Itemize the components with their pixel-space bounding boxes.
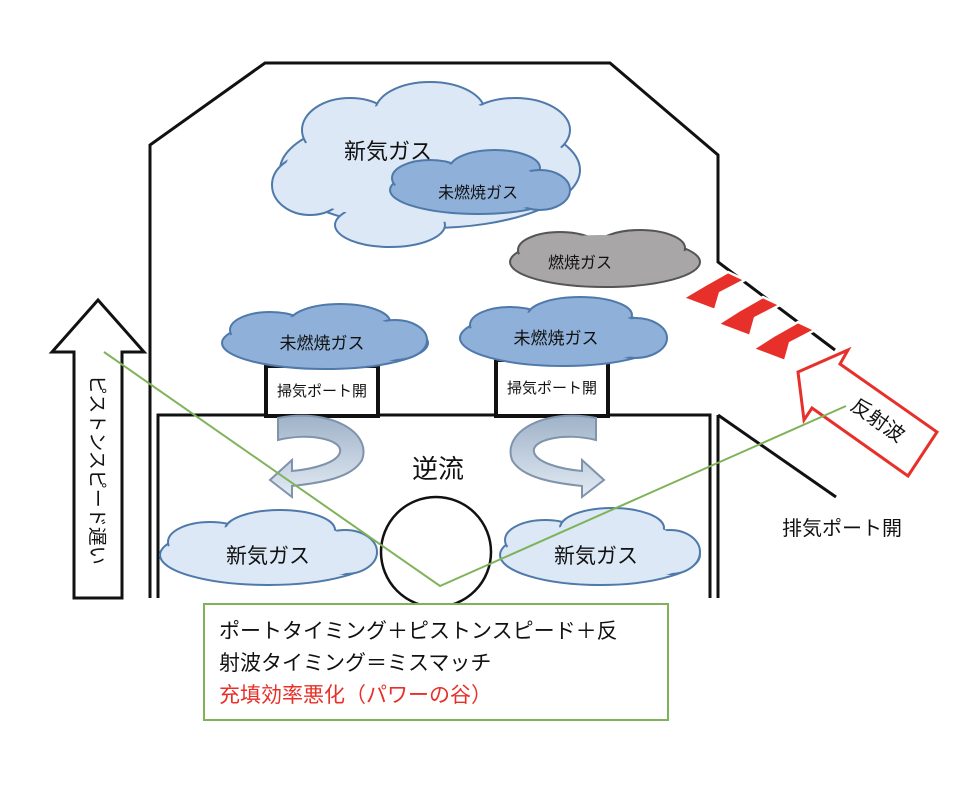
piston-outline [156,413,712,598]
exhaust-port-lower-wall [717,413,837,499]
burned-gas-cloud [509,229,701,288]
cylinder-outline [148,61,836,598]
unburned-gas-cloud-right [459,296,668,367]
exhaust-port-label: 排気ポート開 [782,516,902,540]
burned-gas-label: 燃焼ガス [548,253,612,272]
caption-line-2: 射波タイミング＝ミスマッチ [219,651,492,675]
scavenge-port-right-label: 掃気ポート開 [507,379,597,397]
backflow-label: 逆流 [412,455,464,485]
unburned-gas-left-label: 未燃焼ガス [280,334,365,354]
guide-line-v [103,351,847,588]
reflected-wave-arrow [796,346,940,479]
fresh-gas-cloud-left [159,509,378,586]
piston-speed-arrow [48,297,148,600]
fresh-gas-top-label: 新気ガス [344,140,432,165]
fresh-gas-right-label: 新気ガス [554,544,638,568]
unburned-gas-cloud-left [221,303,429,370]
unburned-gas-right-label: 未燃焼ガス [514,329,599,349]
caption-line-3-highlight: 充填効率悪化（パワーの谷） [219,683,492,707]
fresh-gas-cloud-right [499,507,701,586]
fresh-gas-left-label: 新気ガス [226,544,310,568]
scavenge-port-left-label: 掃気ポート開 [277,382,367,400]
mismatch-caption-box: ポートタイミング＋ピストンスピード＋反 射波タイミング＝ミスマッチ 充填効率悪化… [203,603,669,721]
caption-line-1: ポートタイミング＋ピストンスピード＋反 [219,619,618,643]
chevron-1 [680,270,748,312]
reflected-wave-chevrons [680,270,818,363]
chevron-3 [750,320,818,363]
piston-pin [379,495,493,609]
unburned-gas-cloud-top [389,149,571,215]
piston-speed-label: ピストンスピード遅い [86,375,108,565]
backflow-arrow-right [509,414,606,500]
chevron-2 [715,295,783,338]
backflow-arrow-left [268,414,365,500]
scavenge-port-left [264,364,380,418]
scavenge-port-right [494,358,610,418]
unburned-gas-top-label: 未燃焼ガス [438,183,518,202]
